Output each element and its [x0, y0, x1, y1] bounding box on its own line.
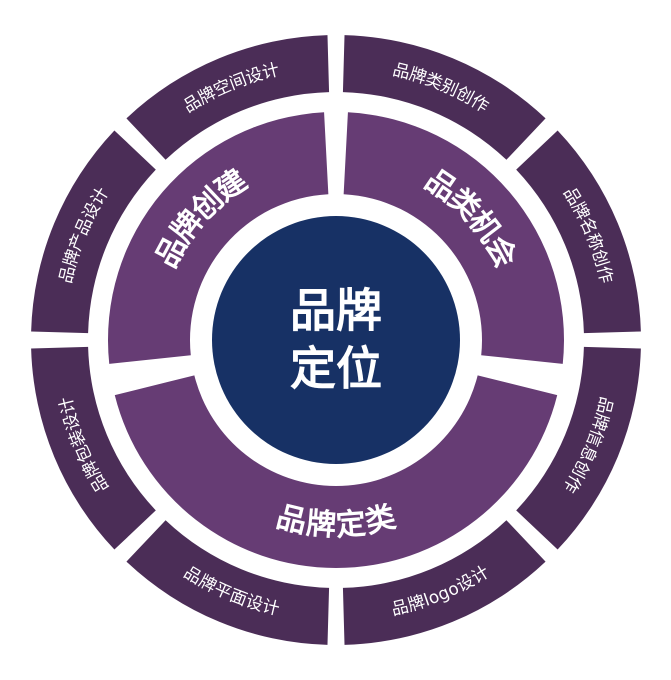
- outer-segment-product-design[interactable]: [31, 130, 156, 334]
- core-title-line1: 品牌: [290, 284, 382, 338]
- core-circle[interactable]: [212, 216, 460, 464]
- outer-ring: 品牌类别创作品牌名称创作品牌信息创作品牌logo设计品牌平面设计品牌包装设计品牌…: [31, 35, 641, 645]
- core-title-line2: 定位: [290, 342, 382, 396]
- outer-segment-space-design[interactable]: [126, 35, 330, 160]
- middle-segment-opportunity[interactable]: [343, 112, 564, 364]
- outer-segment-packaging-design[interactable]: [31, 346, 156, 550]
- outer-segment-flat-design[interactable]: [126, 520, 330, 645]
- outer-segment-category-creation[interactable]: [342, 35, 546, 160]
- outer-segment-logo-design[interactable]: [342, 520, 546, 645]
- middle-segment-category[interactable]: [114, 375, 558, 569]
- outer-segment-info-creation[interactable]: [516, 346, 641, 550]
- middle-segment-create[interactable]: [108, 112, 329, 364]
- outer-segment-name-creation[interactable]: [516, 130, 641, 334]
